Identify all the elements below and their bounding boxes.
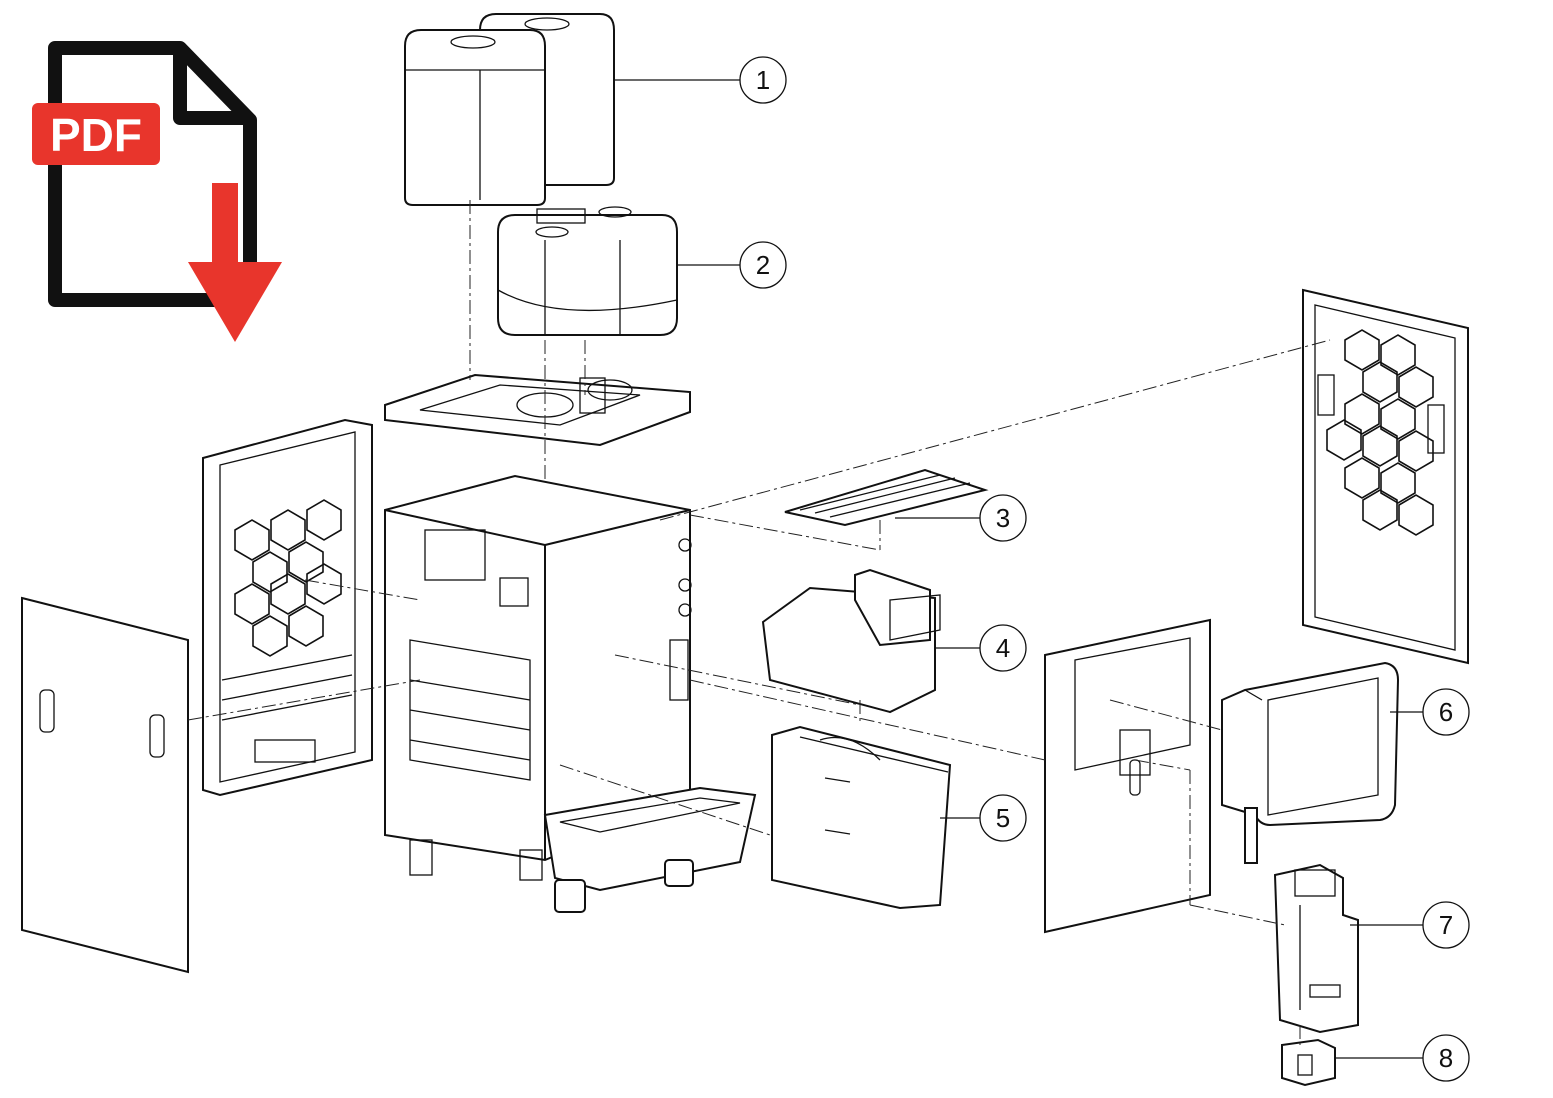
part-outlet-head: [1281, 1038, 1336, 1087]
part-front-bezel: [1044, 618, 1211, 934]
part-grounds-container: [761, 568, 941, 714]
part-cup-grid: [784, 468, 989, 527]
callout-1: 1: [739, 56, 787, 104]
callout-number: 1: [756, 65, 770, 95]
part-bean-hoppers: [404, 13, 615, 206]
part-top-cover: [384, 373, 691, 447]
callout-7: 7: [1422, 901, 1470, 949]
alignment-lines: [187, 200, 1331, 1045]
part-hopper-base: [497, 206, 678, 336]
part-right-side-panel: [1302, 288, 1469, 665]
left-hex-grille: [234, 499, 342, 657]
callout-number: 8: [1439, 1043, 1453, 1073]
part-touch-display: [1221, 661, 1400, 864]
callout-number: 2: [756, 250, 770, 280]
download-arrow-head: [188, 262, 282, 342]
callout-8: 8: [1422, 1034, 1470, 1082]
download-arrow-shaft: [212, 183, 238, 268]
callout-number: 6: [1439, 697, 1453, 727]
callout-number: 7: [1439, 910, 1453, 940]
callout-number: 4: [996, 633, 1010, 663]
part-front-door: [21, 596, 189, 974]
callout-5: 5: [979, 794, 1027, 842]
callout-6: 6: [1422, 688, 1470, 736]
callout-number: 5: [996, 803, 1010, 833]
part-water-tank: [771, 725, 952, 910]
part-left-side-frame: [202, 418, 373, 797]
right-hex-grille: [1326, 329, 1434, 536]
pdf-badge-label: PDF: [50, 109, 142, 161]
callout-3: 3: [979, 494, 1027, 542]
callout-2: 2: [739, 241, 787, 289]
callout-4: 4: [979, 624, 1027, 672]
pdf-badge: [32, 103, 160, 165]
callout-number: 3: [996, 503, 1010, 533]
part-drip-tray: [543, 786, 757, 913]
callout-leaders: [614, 79, 1423, 1059]
part-dispenser-module: [1273, 863, 1359, 1034]
pdf-download-icon[interactable]: PDF: [32, 41, 282, 342]
